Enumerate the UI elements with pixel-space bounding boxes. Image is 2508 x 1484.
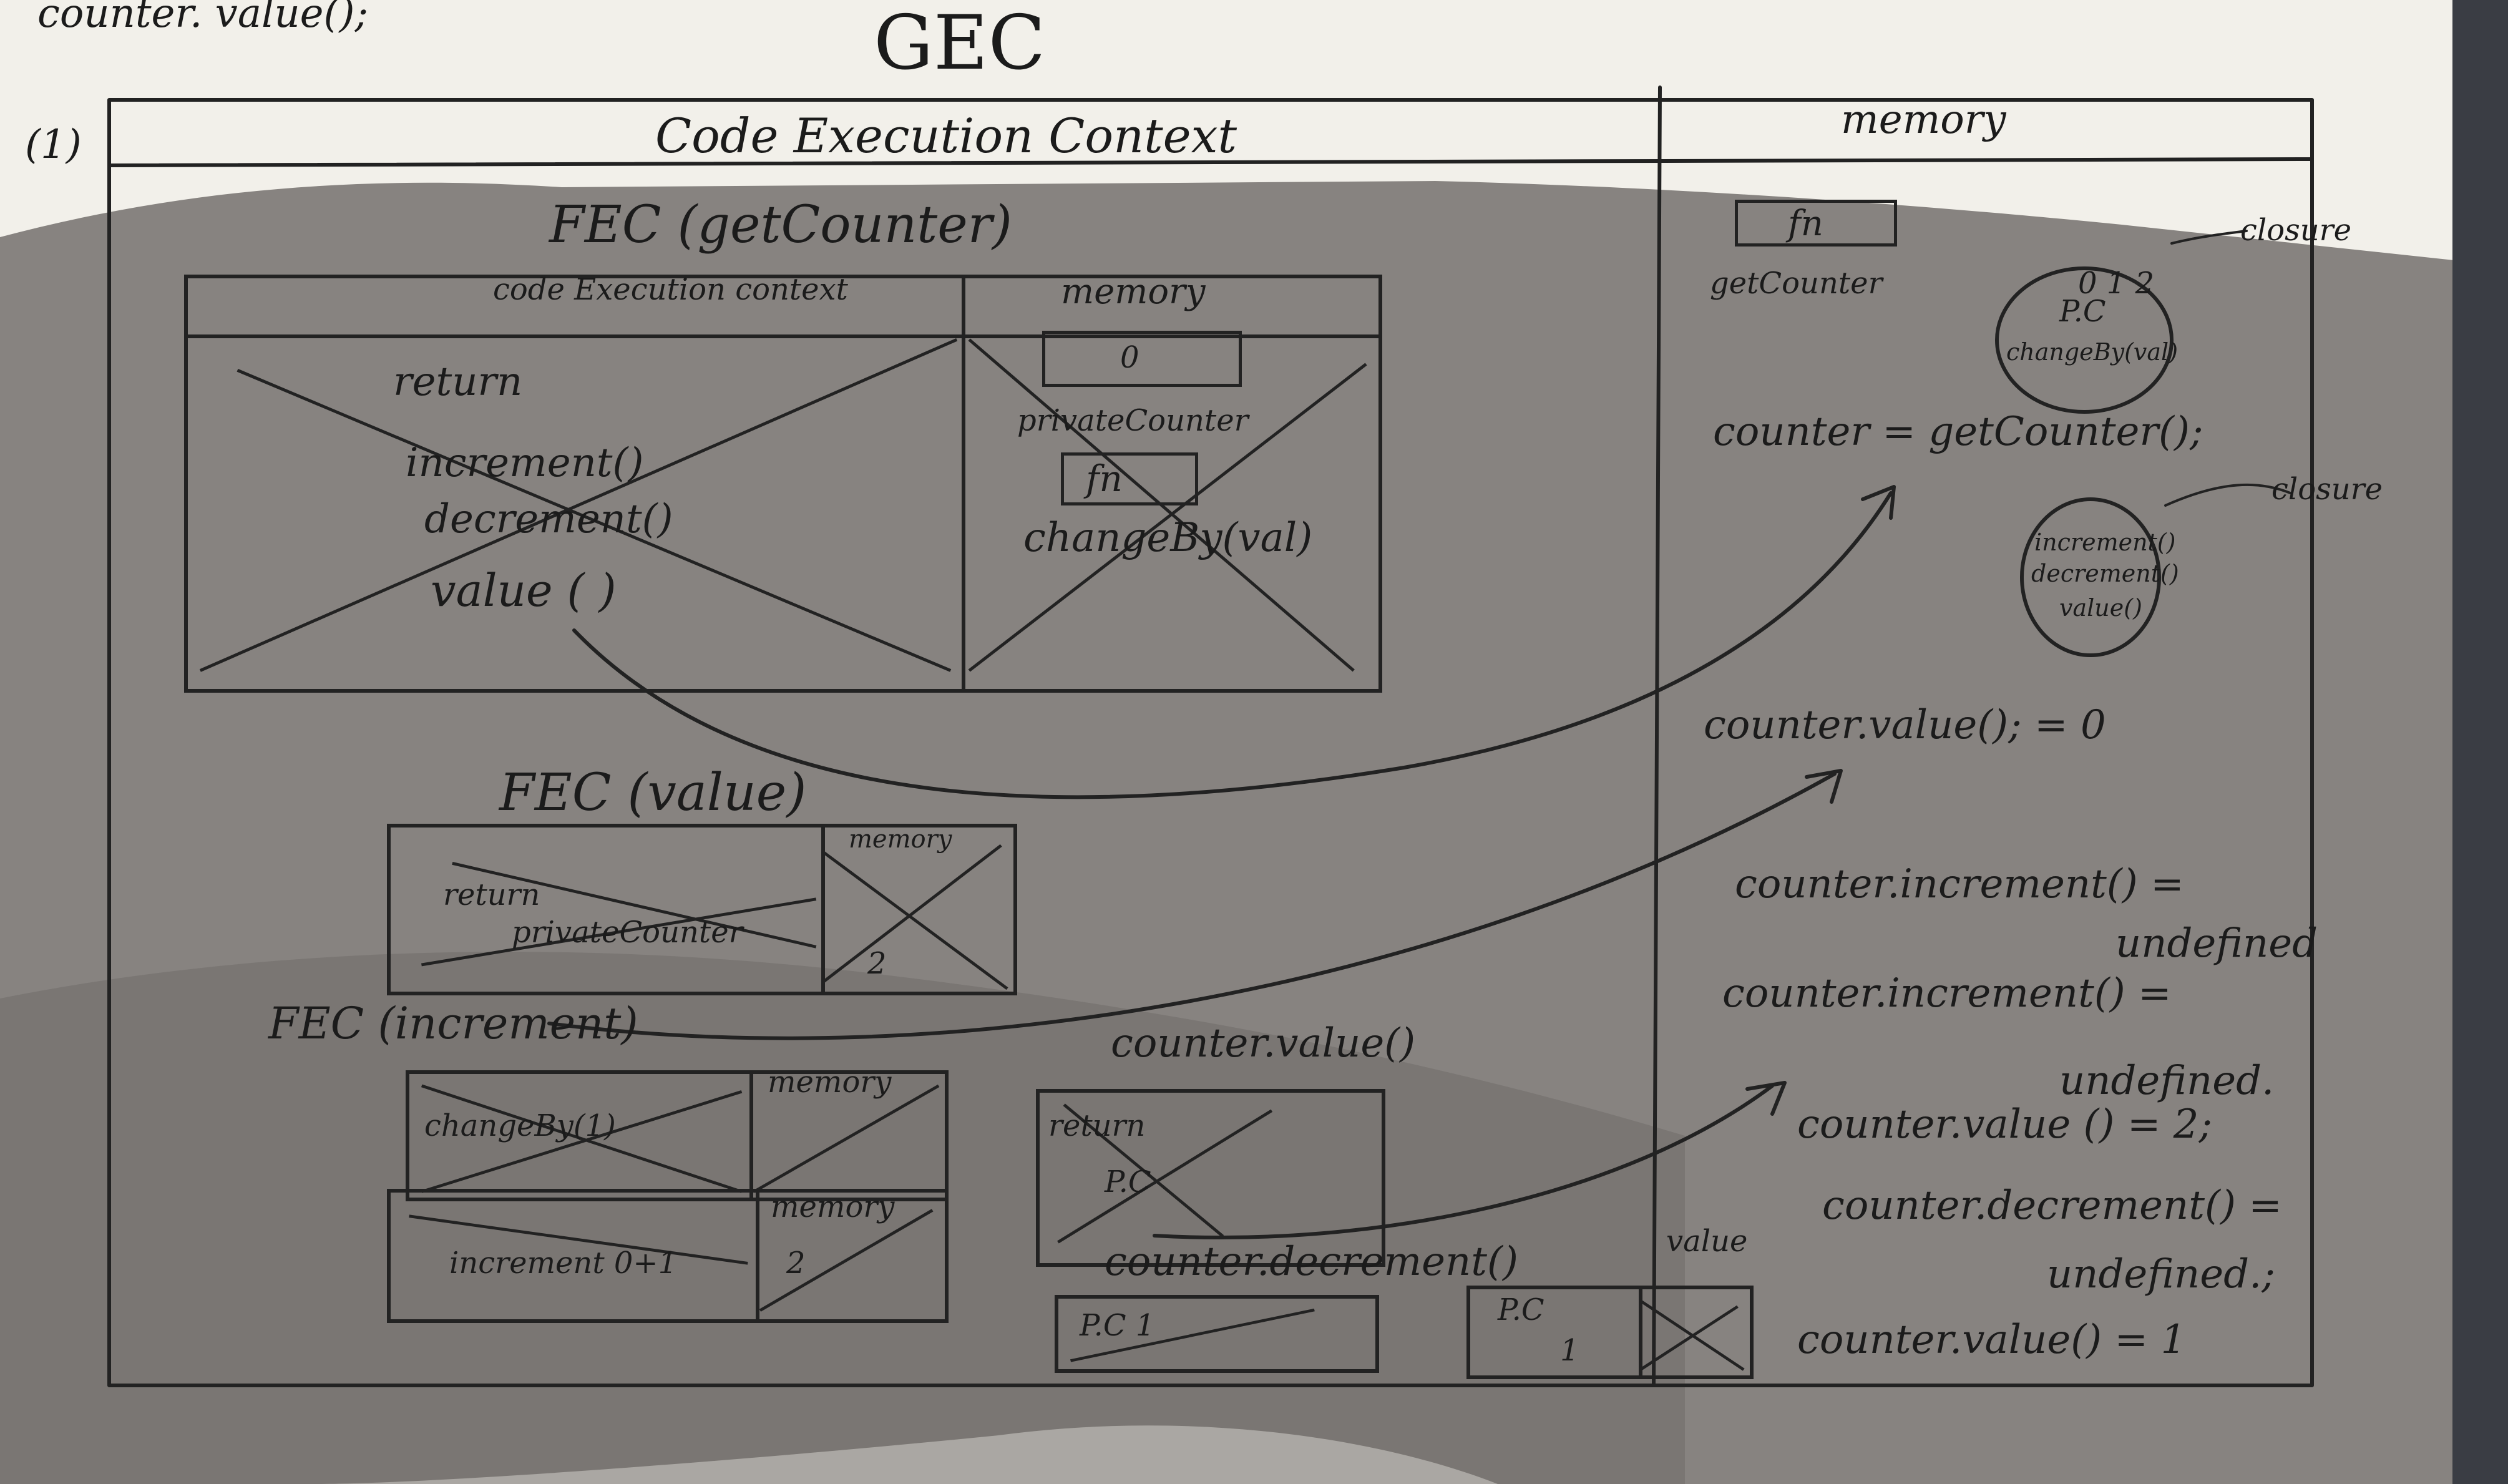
closure-1-pc: P.C (2059, 294, 2106, 329)
getcounter-fn-label: fn (1086, 457, 1123, 500)
arrow-value-to-counter (572, 491, 1893, 799)
counter-value-call-label: counter.value() (1111, 1020, 1416, 1067)
gec-statement: undefined.; (2047, 1251, 2275, 1297)
fec-increment-inner-memory: memory (771, 1189, 895, 1224)
closure-pointer-1 (2170, 230, 2248, 245)
gec-statement: counter.value(); = 0 (1704, 702, 2106, 748)
private-counter-value-box: 0 (1042, 331, 1242, 387)
getcounter-code-line: value ( ) (431, 564, 617, 617)
decrement-left-cross (1070, 1308, 1315, 1362)
arrow-value-to-result (547, 772, 1837, 1040)
closure-label-2: closure (2271, 472, 2383, 507)
step-number: (1) (25, 122, 82, 168)
closure-2-item: increment() (2034, 529, 2176, 556)
arrowhead-2 (1805, 769, 1843, 804)
decrement-right-top: P.C (1498, 1292, 1544, 1327)
fec-value-cross (421, 844, 1008, 990)
counter-value-call-box (1036, 1089, 1385, 1267)
decrement-right-divider (1639, 1286, 1642, 1379)
decrement-right-cross (1639, 1299, 1745, 1371)
fec-increment-cross (421, 1084, 940, 1193)
private-counter-label: privateCounter (1017, 403, 1249, 438)
fec-value-divider (821, 824, 825, 995)
fec-increment-inner-cross (409, 1209, 934, 1312)
gec-fn-label: fn (1788, 203, 1823, 244)
decrement-left-text: P.C 1 (1080, 1308, 1155, 1343)
counter-value-call-line: P.C (1105, 1164, 1151, 1199)
page-edge (2452, 0, 2508, 1484)
lower-shadow (0, 952, 1685, 1484)
gec-statement: counter.increment() = (1735, 861, 2184, 907)
closure-ellipse-2 (2020, 497, 2161, 657)
fec-increment-inner-box (387, 1189, 949, 1323)
private-counter-value: 0 (1120, 340, 1139, 375)
closure-ellipse-1 (1995, 266, 2174, 414)
fec-increment-inner-value: 2 (786, 1246, 806, 1281)
fec-increment-memory-header: memory (768, 1065, 892, 1100)
fec-value-memory-header: memory (849, 825, 952, 854)
fec-increment-divider (749, 1070, 753, 1201)
fec-value-memory-value: 2 (867, 946, 887, 981)
decrement-right-bottom: 1 (1560, 1333, 1579, 1368)
gec-statement: counter.increment() = (1722, 970, 2172, 1017)
closure-2-item: decrement() (2031, 560, 2179, 587)
top-scribble: counter. value(); (37, 0, 369, 37)
fec-getcounter-divider (962, 275, 965, 693)
fec-increment-box (406, 1070, 949, 1201)
fec-value-box (387, 824, 1017, 995)
changeby-label: changeBy(val) (1023, 515, 1313, 561)
getcounter-fn-box: fn (1061, 452, 1198, 505)
closure-pointer-2 (2164, 483, 2291, 507)
decrement-right-box (1466, 1286, 1754, 1379)
gec-statement: counter = getCounter(); (1713, 409, 2203, 455)
fec-getcounter-code-header: code Execution context (493, 272, 848, 307)
gec-statement: counter.value () = 2; (1797, 1101, 2213, 1148)
fec-value-code-line: privateCounter (512, 915, 743, 950)
gec-fn-box: fn (1735, 200, 1897, 247)
fec-increment-title: FEC (increment) (268, 998, 638, 1049)
fec-getcounter-memory-header: memory (1061, 271, 1206, 312)
fec-increment-inner-divider (756, 1189, 759, 1323)
fec-getcounter-header-rule (184, 334, 1382, 338)
gec-divider (1652, 85, 1662, 1387)
gec-statement: undefined. (2059, 1058, 2275, 1104)
getcounter-code-line: decrement() (424, 496, 673, 542)
fec-increment-code-line: changeBy(1) (424, 1108, 616, 1143)
getcounter-memory-label: getCounter (1710, 266, 1883, 301)
counter-value-call-line: return (1048, 1108, 1146, 1143)
gec-header-rule (107, 157, 2314, 167)
gec-statement: counter.value() = 1 (1797, 1317, 2187, 1363)
closure-1-values: 0 1 2 (2078, 266, 2155, 301)
fec-value-title: FEC (value) (499, 763, 807, 823)
gec-statement: undefined (2115, 920, 2318, 967)
fec-value-code-line: return (443, 877, 540, 912)
arrowhead-1 (1861, 485, 1896, 520)
memory-header: memory (1841, 97, 2006, 143)
closure-2-item: value() (2059, 594, 2142, 622)
arrow-to-value-2 (1153, 1084, 1774, 1239)
closure-1-changeby: changeBy(val) (2006, 338, 2179, 366)
decrement-left-box (1055, 1295, 1379, 1373)
fec-increment-inner-line: increment 0+1 (449, 1246, 678, 1281)
getcounter-code-line: return (393, 359, 523, 405)
fec-getcounter-title: FEC (getCounter) (549, 195, 1012, 255)
gec-title: GEC (874, 0, 1046, 87)
counter-decrement-call-label: counter.decrement() (1105, 1239, 1518, 1285)
gec-frame (107, 98, 2314, 1387)
getcounter-code-line: increment() (406, 440, 644, 486)
arrowhead-3 (1745, 1081, 1787, 1116)
decrement-value-label: value (1666, 1224, 1748, 1259)
gec-statement: counter.decrement() = (1822, 1183, 2282, 1229)
closure-label-1: closure (2240, 213, 2352, 248)
counter-value-call-cross (1057, 1103, 1273, 1244)
code-execution-header: Code Execution Context (655, 108, 1237, 164)
